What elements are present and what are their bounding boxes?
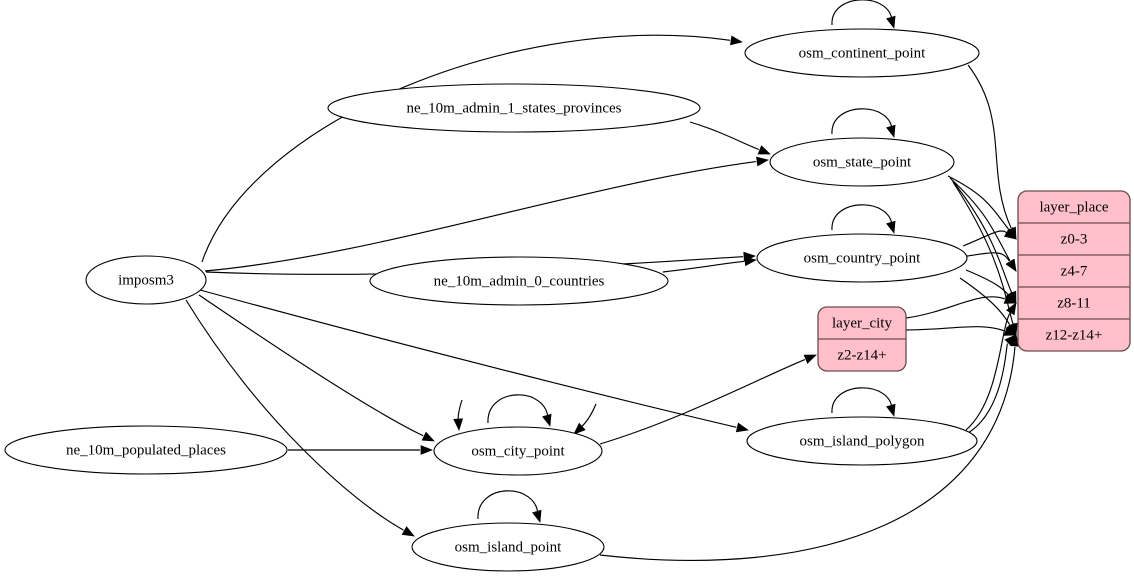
graph-edge [965, 313, 1011, 431]
node-label: osm_city_point [471, 443, 565, 459]
graph-node-ne_10m_admin_0_countries[interactable]: ne_10m_admin_0_countries [369, 256, 669, 306]
node-ellipse[interactable] [756, 233, 968, 283]
node-ellipse[interactable] [327, 83, 701, 133]
edge-arrowhead [420, 445, 433, 455]
node-label: osm_country_point [804, 250, 921, 266]
record-row-label[interactable]: z4-7 [1061, 263, 1088, 279]
graph-edge [831, 204, 893, 231]
graph-edge [951, 179, 1012, 293]
node-ellipse[interactable] [769, 137, 955, 187]
graph-node-osm_island_polygon[interactable]: osm_island_polygon [746, 416, 978, 466]
edge-arrowhead [1003, 228, 1017, 240]
graph-node-ne_10m_populated_places[interactable]: ne_10m_populated_places [4, 425, 288, 475]
graph-edge [967, 343, 1009, 434]
edge-arrowhead [886, 220, 896, 234]
node-label: osm_island_polygon [799, 433, 925, 449]
edge-arrowhead [421, 431, 435, 442]
record-header-label: layer_city [832, 315, 892, 331]
graph-node-osm_island_point[interactable]: osm_island_point [411, 522, 605, 572]
edge-layer [185, 0, 1020, 561]
graph-edge [662, 260, 745, 273]
edge-arrowhead [886, 15, 896, 29]
node-label: ne_10m_admin_1_states_provinces [407, 100, 622, 116]
node-ellipse[interactable] [85, 255, 207, 305]
graph-node-osm_state_point[interactable]: osm_state_point [769, 137, 955, 187]
record-background[interactable] [1017, 190, 1131, 352]
node-label: osm_state_point [813, 154, 912, 170]
node-label: imposm3 [118, 272, 174, 288]
graph-edge [487, 394, 549, 424]
edge-arrowhead [1003, 294, 1017, 304]
graph-node-ne_10m_admin_1_states_provinces[interactable]: ne_10m_admin_1_states_provinces [327, 83, 701, 133]
node-label: ne_10m_populated_places [66, 442, 226, 458]
graph-edge [949, 177, 1011, 261]
edge-arrowhead [1003, 326, 1017, 336]
graph-edge [599, 359, 806, 445]
graph-edge [831, 0, 893, 26]
graph-edge [962, 230, 1007, 247]
edge-arrowhead [573, 422, 586, 435]
graph-node-osm_continent_point[interactable]: osm_continent_point [744, 28, 980, 78]
graph-edge [198, 294, 424, 437]
graph-edge [965, 269, 1009, 295]
graph-edge [966, 252, 1010, 262]
node-ellipse[interactable] [411, 522, 605, 572]
graph-edge [831, 387, 893, 414]
graph-edge [204, 161, 757, 272]
record-row-label[interactable]: z8-11 [1057, 295, 1091, 311]
node-ellipse[interactable] [433, 426, 603, 476]
node-label: osm_continent_point [799, 45, 926, 61]
graph-edge [477, 490, 539, 520]
edge-arrowhead [401, 526, 415, 537]
edge-arrowhead [744, 256, 757, 267]
graph-edge [201, 34, 731, 263]
edge-arrowhead [886, 124, 896, 138]
record-row-label[interactable]: z2-z14+ [837, 347, 886, 363]
record-node-layer_place[interactable]: layer_place z0-3 z4-7 z8-11 z12-z14+ [1017, 190, 1131, 352]
graph-edge [185, 299, 404, 531]
graph-edge [905, 326, 1005, 332]
edge-arrowhead [757, 145, 771, 155]
record-row-label[interactable]: z0-3 [1061, 231, 1088, 247]
graph-node-osm_city_point[interactable]: osm_city_point [433, 426, 603, 476]
node-label: ne_10m_admin_0_countries [434, 273, 605, 289]
graph-edge [947, 175, 1010, 230]
record-row-label[interactable]: z12-z14+ [1046, 327, 1103, 343]
graph-edge [689, 121, 760, 151]
node-ellipse[interactable] [744, 28, 980, 78]
edge-arrowhead [1005, 258, 1017, 272]
edge-arrowhead [756, 156, 769, 167]
edge-arrowhead [532, 509, 542, 523]
graph-edge [199, 289, 737, 428]
node-ellipse[interactable] [4, 425, 288, 475]
graph-node-osm_country_point[interactable]: osm_country_point [756, 233, 968, 283]
edge-arrowhead [453, 418, 464, 431]
node-label: osm_island_point [455, 539, 563, 555]
graph-edge [831, 108, 893, 135]
edge-arrowhead [542, 413, 552, 427]
edge-arrowhead [886, 403, 896, 417]
edge-arrowhead [730, 35, 743, 46]
edge-arrowhead [803, 354, 817, 364]
edge-arrowhead [735, 422, 749, 433]
node-layer: imposm3 ne_10m_admin_1_states_provincesne… [4, 28, 1131, 572]
node-ellipse[interactable] [746, 416, 978, 466]
edge-arrowhead [1005, 302, 1017, 316]
record-node-layer_city[interactable]: layer_city z2-z14+ [817, 306, 907, 372]
graph-edge [967, 64, 1012, 229]
graph-edge [905, 296, 1005, 319]
record-header-label: layer_place [1039, 199, 1108, 215]
graph-edge [599, 346, 1016, 561]
node-ellipse[interactable] [369, 256, 669, 306]
graph-node-imposm3[interactable]: imposm3 [85, 255, 207, 305]
